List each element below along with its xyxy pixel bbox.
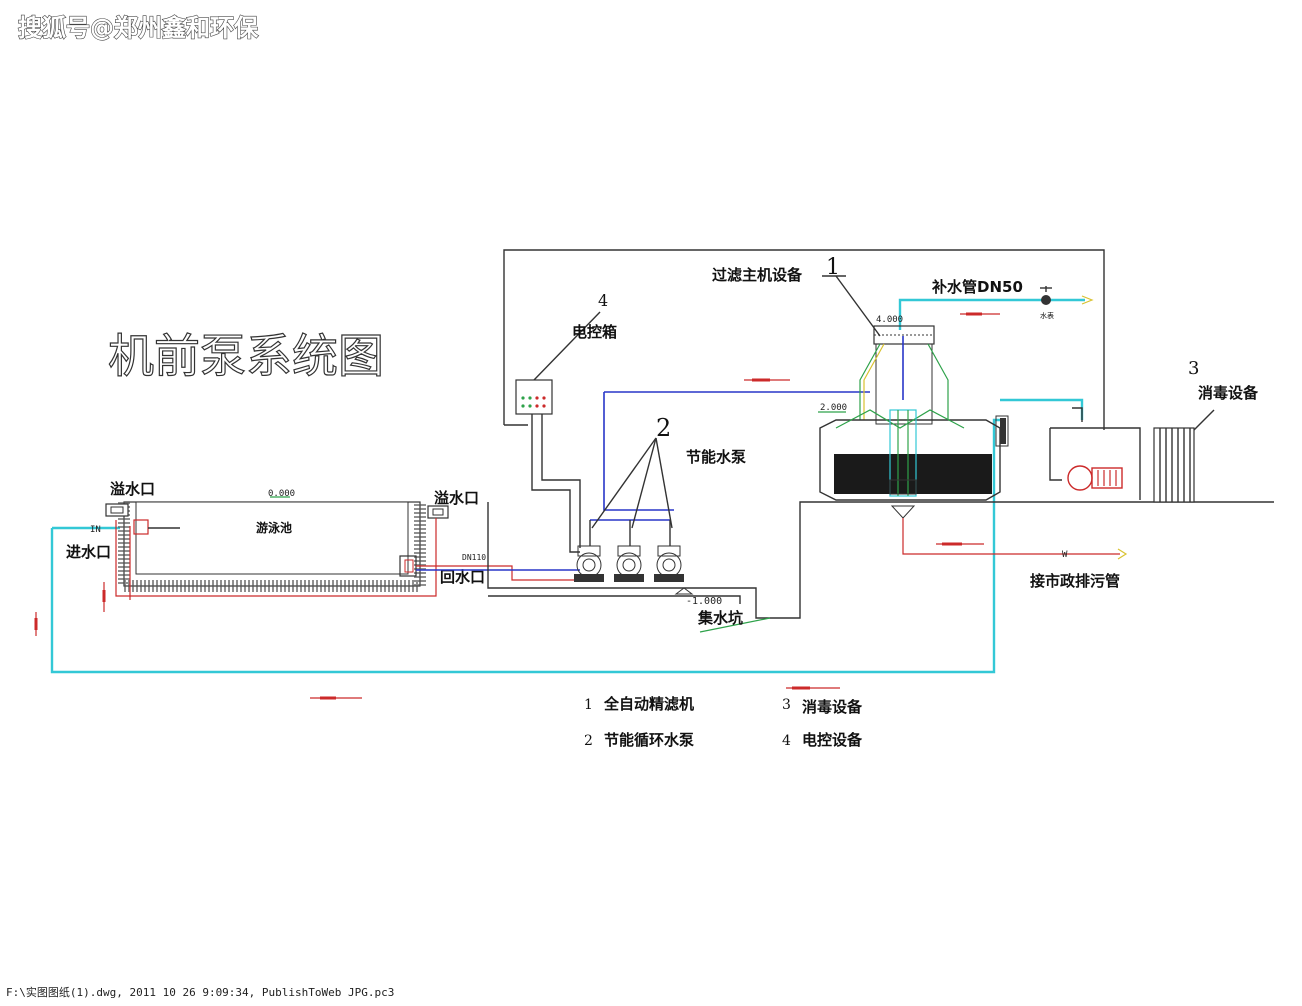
pit-level-label: -1.000 xyxy=(686,596,722,607)
disinfect-number: 3 xyxy=(1188,358,1199,379)
filter-number: 1 xyxy=(826,255,840,280)
control-wire-loop xyxy=(503,249,1105,430)
dn110-label: DN110 xyxy=(462,553,486,562)
legend-text-1: 全自动精滤机 xyxy=(603,695,694,713)
pump-2 xyxy=(614,545,644,582)
inlet-label: 进水口 xyxy=(66,543,111,561)
legend-num-3: 3 xyxy=(782,697,791,713)
makeup-valve-label: 水表 xyxy=(1040,311,1054,320)
pump-1 xyxy=(574,545,604,582)
legend-num-2: 2 xyxy=(584,733,593,749)
pump-3 xyxy=(654,545,684,582)
mid-level-label: 2.000 xyxy=(820,403,847,413)
inlet-tag: IN xyxy=(90,525,101,535)
overflow-left-label: 溢水口 xyxy=(110,480,155,498)
legend-text-2: 节能循环水泵 xyxy=(604,731,694,749)
pit-label: 集水坑 xyxy=(697,609,743,627)
footer-file-path: F:\实图图纸(1).dwg, 2011 10 26 9:09:34, Publ… xyxy=(6,985,394,999)
legend-text-4: 电控设备 xyxy=(802,731,863,749)
pool-level-label: 0.000 xyxy=(268,489,295,499)
sewer-label: 接市政排污管 xyxy=(1030,572,1120,590)
overflow-right-box xyxy=(427,505,449,519)
sewer-tag: W xyxy=(1062,550,1068,560)
filter-unit xyxy=(819,325,1009,519)
pumps-label: 节能水泵 xyxy=(686,448,746,466)
pool-label: 游泳池 xyxy=(256,520,292,535)
makeup-pipe xyxy=(898,298,1085,330)
top-level-label: 4.000 xyxy=(876,315,903,325)
overflow-right-label: 溢水口 xyxy=(434,489,479,507)
legend-num-1: 1 xyxy=(584,697,593,713)
overflow-left-box xyxy=(105,503,129,517)
swimming-pool xyxy=(118,496,426,592)
legend: 1 全自动精滤机 2 节能循环水泵 3 消毒设备 4 电控设备 xyxy=(584,695,863,749)
makeup-valve-icon xyxy=(1041,295,1051,305)
sewer-pipe xyxy=(902,518,1120,555)
disinfect-label: 消毒设备 xyxy=(1198,384,1259,402)
legend-text-3: 消毒设备 xyxy=(802,698,863,716)
pump-group xyxy=(574,391,870,582)
supply-pipe-loop xyxy=(50,450,996,674)
diagram-title: 机前泵系统图 xyxy=(108,329,384,383)
filter-label: 过滤主机设备 xyxy=(712,266,803,284)
control-box-number: 4 xyxy=(598,291,608,310)
watermark-text: 搜狐号@郑州鑫和环保 xyxy=(18,14,259,42)
control-box xyxy=(515,379,553,415)
inlet-fitting xyxy=(133,519,149,535)
pit-pipe xyxy=(487,501,1274,619)
makeup-label: 补水管DN50 xyxy=(931,278,1023,296)
disinfection-unit xyxy=(1049,407,1195,503)
control-box-label: 电控箱 xyxy=(572,323,617,341)
pumps-number: 2 xyxy=(656,414,671,442)
legend-num-4: 4 xyxy=(782,733,791,749)
return-pipe xyxy=(115,518,437,597)
return-port-label: 回水口 xyxy=(440,568,485,586)
